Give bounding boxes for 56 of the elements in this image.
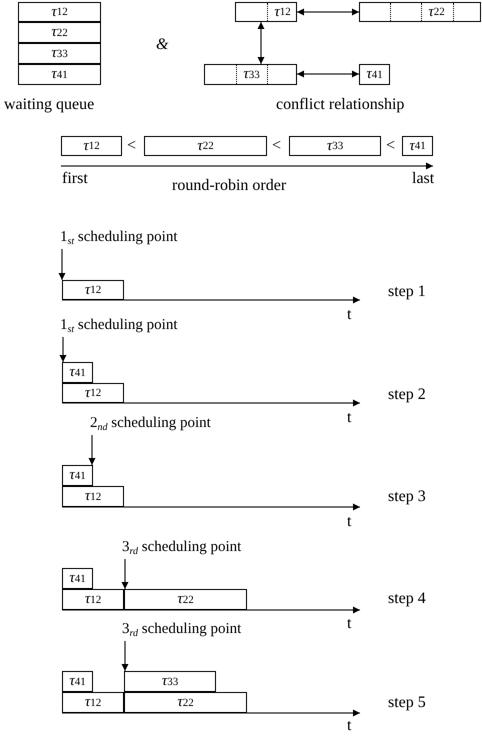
arrow <box>88 434 96 466</box>
arrow <box>122 640 128 672</box>
task-box <box>62 568 93 589</box>
text-label: t <box>347 717 352 735</box>
task-box <box>62 383 124 403</box>
queue-slot <box>18 43 101 64</box>
task-box <box>62 486 124 507</box>
queue-slot <box>18 2 101 22</box>
text-label: step 3 <box>388 488 426 506</box>
text-label: first <box>62 170 88 188</box>
queue-slot <box>18 22 101 43</box>
arrow <box>122 558 128 590</box>
arrow <box>60 336 66 362</box>
task-box <box>124 692 247 713</box>
task-box <box>204 64 297 85</box>
text-label: < <box>386 137 396 155</box>
double-arrow <box>296 70 360 78</box>
task-box <box>62 280 124 300</box>
task-box <box>62 671 93 692</box>
text-label: < <box>127 137 136 155</box>
task-box <box>62 692 124 713</box>
task-box <box>359 2 481 22</box>
text-label: step 2 <box>388 386 426 404</box>
text-label: step 1 <box>388 283 426 301</box>
text-label: waiting queue <box>4 96 94 114</box>
text-label: t <box>347 513 352 531</box>
arrow <box>58 248 66 280</box>
double-arrow <box>258 22 264 64</box>
text-label: step 5 <box>388 694 426 712</box>
task-box <box>402 136 433 156</box>
scheduling-point-label: 1$_{st}$ scheduling point <box>60 316 178 337</box>
text-label: t <box>347 409 352 427</box>
task-box <box>124 671 216 692</box>
scheduling-point-label: 1$_{st}$ scheduling point <box>60 228 178 249</box>
text-label: t <box>347 615 352 633</box>
task-box <box>62 465 93 486</box>
double-arrow <box>296 8 360 16</box>
task-box <box>124 589 247 610</box>
scheduling-point-label: 3$_{rd}$ scheduling point <box>122 538 242 559</box>
task-box <box>61 136 122 156</box>
task-box <box>62 362 93 383</box>
text-label: conflict relationship <box>276 96 404 114</box>
scheduling-point-label: 2$_{nd}$ scheduling point <box>90 414 211 435</box>
task-box <box>235 2 297 22</box>
task-box <box>289 136 381 156</box>
text-label: t <box>347 306 352 324</box>
scheduling-point-label: 3$_{rd}$ scheduling point <box>122 620 242 641</box>
queue-slot <box>18 64 101 85</box>
task-box <box>144 136 267 156</box>
text-label: & <box>156 36 168 54</box>
text-label: round-robin order <box>172 177 286 195</box>
text-label: < <box>272 137 282 155</box>
task-box <box>62 589 124 610</box>
task-box <box>359 64 390 85</box>
text-label: step 4 <box>388 590 426 608</box>
text-label: last <box>412 170 434 188</box>
